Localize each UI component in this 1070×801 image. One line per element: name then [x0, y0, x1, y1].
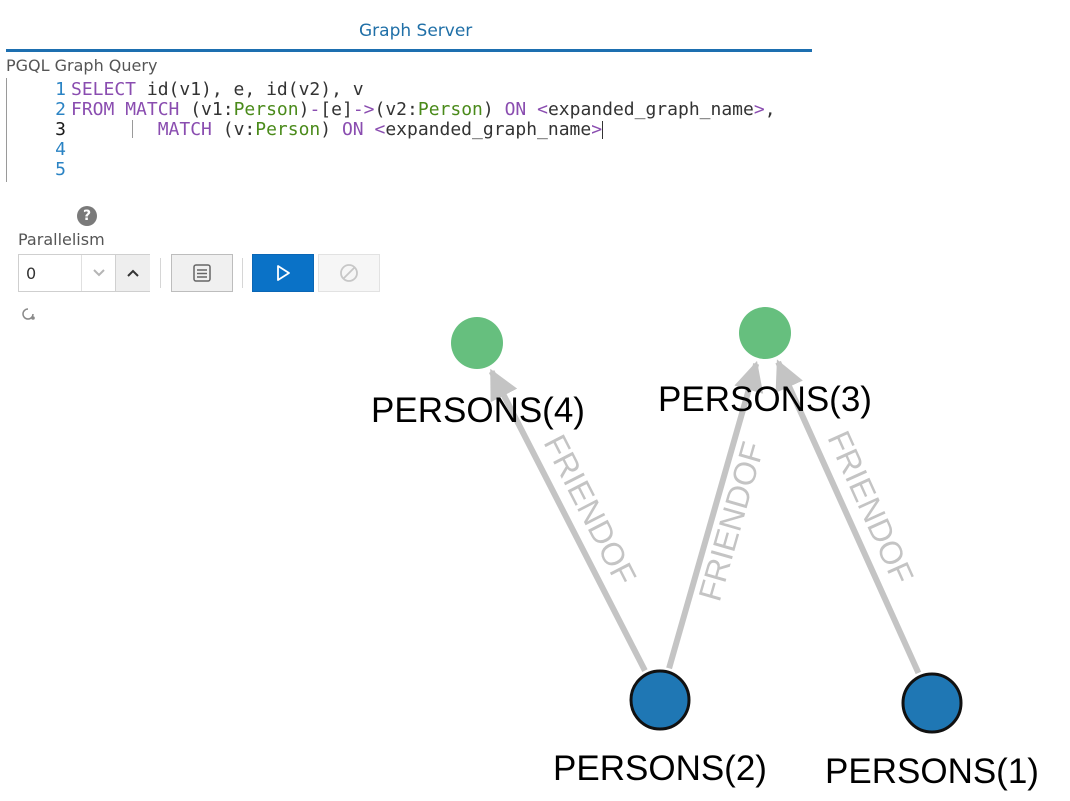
- code-token: (v1:: [190, 99, 234, 120]
- run-query-button[interactable]: [252, 254, 314, 292]
- text-cursor: [602, 121, 604, 139]
- line-number: 1: [55, 79, 66, 100]
- graph-server-tab[interactable]: Graph Server: [359, 21, 473, 41]
- line-number: 3: [55, 119, 66, 140]
- code-token: Person: [417, 99, 483, 120]
- query-section-label: PGQL Graph Query: [6, 56, 158, 75]
- help-icon[interactable]: ?: [77, 206, 97, 226]
- toolbar-divider: [242, 258, 243, 288]
- code-token: MATCH: [125, 99, 191, 120]
- graph-node[interactable]: [451, 317, 503, 369]
- code-token: >: [753, 99, 765, 120]
- code-token: (v:: [222, 119, 256, 140]
- play-icon: [277, 265, 290, 281]
- code-token: expanded_graph_name: [385, 119, 592, 140]
- code-token: ON: [341, 119, 375, 140]
- graph-node[interactable]: [629, 669, 691, 731]
- code-token: [e]: [320, 99, 353, 120]
- line-number: 4: [55, 139, 66, 160]
- edge-line[interactable]: [775, 359, 922, 675]
- edge-line[interactable]: [666, 360, 764, 670]
- edge-line[interactable]: [488, 368, 648, 673]
- node-label: PERSONS(3): [658, 380, 872, 419]
- list-icon: [193, 264, 211, 282]
- line-number: 5: [55, 159, 66, 180]
- node-label: PERSONS(2): [553, 749, 767, 788]
- code-token: ): [298, 99, 310, 120]
- code-token: SELECT: [71, 79, 147, 100]
- code-token: (v2:: [374, 99, 418, 120]
- decrement-button[interactable]: [81, 255, 116, 291]
- node-label: PERSONS(4): [371, 391, 585, 430]
- chevron-down-icon: [93, 269, 105, 277]
- increment-button[interactable]: [115, 255, 150, 291]
- code-line[interactable]: 3 MATCH (v:Person) ON <expanded_graph_na…: [7, 119, 604, 140]
- cancel-icon: [340, 264, 358, 282]
- loading-icon: [22, 308, 35, 320]
- line-number: 2: [55, 99, 66, 120]
- edge-label: FRIENDOF: [692, 438, 772, 605]
- indent-guide: [132, 120, 133, 138]
- code-token: ->: [352, 99, 375, 120]
- code-token: expanded_graph_name: [547, 99, 754, 120]
- graph-node[interactable]: [901, 672, 963, 734]
- tab-underline: [6, 49, 812, 52]
- code-line[interactable]: 4: [7, 140, 71, 160]
- code-token: id(v1), e, id(v2), v: [146, 79, 364, 100]
- parallelism-stepper[interactable]: 0: [18, 254, 150, 292]
- code-token: <: [374, 119, 386, 140]
- toolbar-divider: [160, 258, 161, 288]
- code-token: <: [537, 99, 548, 120]
- code-token: FROM: [71, 99, 126, 120]
- code-token: >: [591, 119, 603, 140]
- code-token: MATCH: [157, 119, 223, 140]
- code-token: ON: [504, 99, 538, 120]
- code-line[interactable]: 5: [7, 160, 71, 180]
- parallelism-value[interactable]: 0: [26, 264, 37, 283]
- code-token: ,: [764, 99, 776, 120]
- code-token: -: [309, 99, 321, 120]
- code-token: Person: [233, 99, 299, 120]
- code-token: ): [320, 119, 342, 140]
- graph-node[interactable]: [739, 307, 791, 359]
- code-token: Person: [255, 119, 321, 140]
- node-label: PERSONS(1): [825, 752, 1039, 791]
- parallelism-label: Parallelism: [18, 230, 105, 249]
- chevron-up-icon: [127, 269, 139, 277]
- explain-button[interactable]: [171, 254, 233, 292]
- code-token: ): [482, 99, 505, 120]
- cancel-query-button[interactable]: [318, 254, 380, 292]
